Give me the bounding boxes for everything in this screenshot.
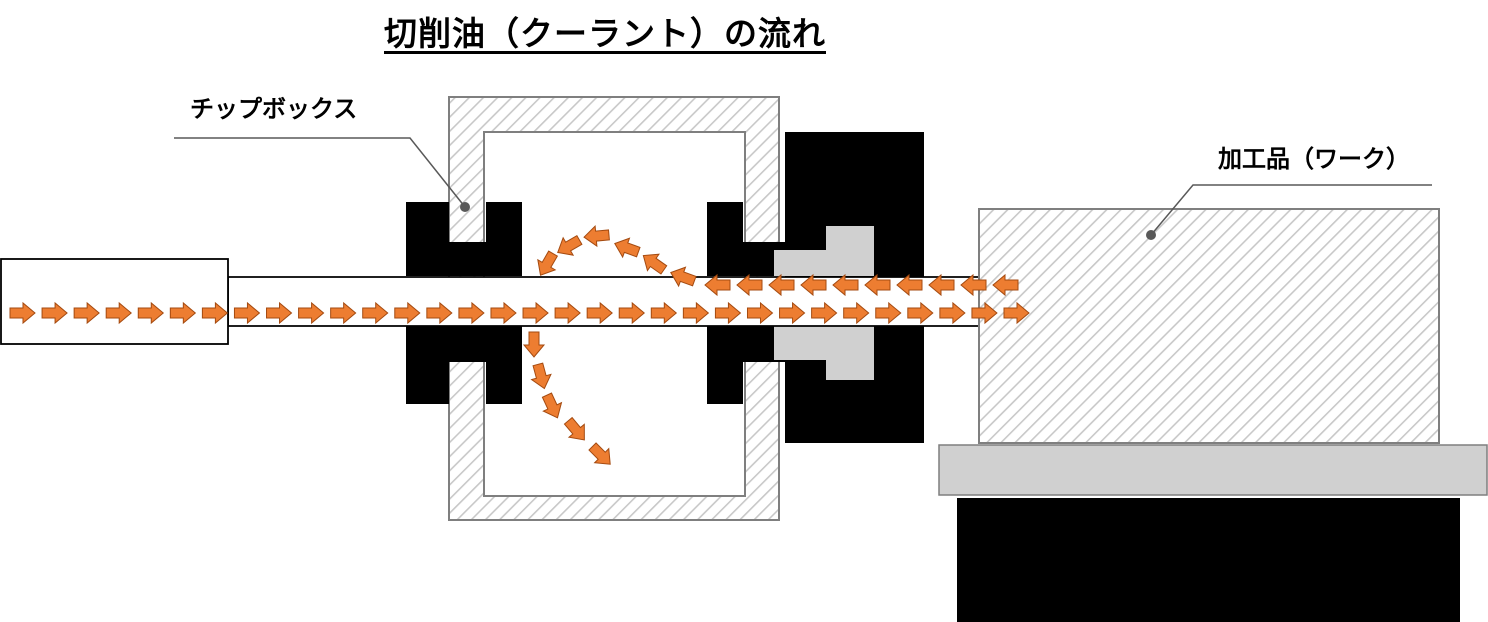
leader-line-chip-box <box>174 137 466 208</box>
flow-arrow-inlet <box>779 301 806 325</box>
flow-arrow-return <box>736 273 763 297</box>
flow-arrow-inlet <box>41 301 68 325</box>
left-seal-lower-bridge <box>449 326 489 362</box>
flow-arrow-drain <box>530 362 552 390</box>
leader-line-workpiece <box>1150 184 1432 236</box>
flow-arrow-inlet <box>362 301 389 325</box>
coolant-flow-arrows <box>9 225 1030 465</box>
flow-arrow-inlet <box>1003 301 1030 325</box>
flow-arrow-inlet <box>682 301 710 325</box>
flow-arrow-spray <box>670 266 697 288</box>
flow-arrow-return <box>768 273 795 297</box>
flow-arrow-inlet <box>330 301 357 325</box>
flow-arrow-inlet <box>875 301 902 325</box>
right-seal-upper-bridge <box>707 242 787 276</box>
flow-arrow-inlet <box>169 301 197 325</box>
flow-arrow-inlet <box>9 301 36 325</box>
leader-dot-workpiece <box>1146 230 1156 240</box>
flow-arrow-inlet <box>746 301 774 325</box>
flow-arrow-return <box>800 273 827 297</box>
flow-arrow-inlet <box>554 301 581 325</box>
flow-arrow-spray <box>614 237 641 259</box>
leader-dot-chip-box <box>460 202 470 212</box>
flow-arrow-inlet <box>266 301 293 325</box>
flow-arrow-inlet <box>939 301 966 325</box>
flow-arrow-return <box>960 273 987 297</box>
flow-arrow-inlet <box>811 301 838 325</box>
bushing-center-upper <box>826 226 874 276</box>
flow-arrow-return <box>864 273 891 297</box>
flow-arrow-return <box>992 273 1019 297</box>
flow-arrow-drain <box>522 331 546 358</box>
right-seal-blocks <box>707 202 787 404</box>
left-seal-lower-outer <box>406 326 449 404</box>
chip-box-label: チップボックス <box>190 95 358 123</box>
flow-arrow-return <box>832 273 859 297</box>
flow-arrow-inlet <box>843 301 870 325</box>
leader-workpiece <box>1146 184 1432 240</box>
flow-arrow-inlet <box>907 301 934 325</box>
flow-arrow-spray <box>537 250 559 276</box>
left-seal-upper-inner <box>486 202 522 276</box>
flow-arrow-inlet <box>714 301 742 325</box>
left-seal-upper-outer <box>406 202 449 276</box>
flow-arrow-inlet <box>298 301 325 325</box>
workpiece-block <box>978 208 1440 444</box>
leader-chip-box <box>174 137 470 212</box>
flow-arrow-drain <box>563 416 585 441</box>
flow-arrow-spray <box>583 225 610 248</box>
flow-arrow-inlet <box>73 301 100 325</box>
left-seal-upper-bridge <box>449 242 489 276</box>
flow-arrow-spray <box>557 234 583 256</box>
fixture-plate <box>938 444 1488 496</box>
flow-arrow-inlet <box>490 301 517 325</box>
flow-arrow-inlet <box>426 301 453 325</box>
flow-arrow-inlet <box>137 301 165 325</box>
page-title: 切削油（クーラント）の流れ <box>384 14 826 53</box>
flow-arrow-inlet <box>394 301 421 325</box>
flow-arrow-inlet <box>233 301 261 325</box>
flow-arrow-drain <box>588 442 611 465</box>
flow-arrow-inlet <box>586 301 613 325</box>
machine-table <box>957 498 1460 622</box>
right-seal-lower-bridge <box>707 326 787 362</box>
workpiece-label: 加工品（ワーク） <box>1218 145 1410 173</box>
left-seal-lower-inner <box>486 326 522 404</box>
flow-arrow-inlet <box>522 301 549 325</box>
flow-arrow-inlet <box>971 301 998 325</box>
flow-arrow-inlet <box>618 301 646 325</box>
flow-arrow-inlet <box>650 301 678 325</box>
flow-arrow-return <box>704 273 731 297</box>
flow-arrow-spray <box>642 253 668 275</box>
flow-arrow-return <box>928 273 955 297</box>
flow-arrow-return <box>896 273 923 297</box>
flow-arrow-inlet <box>458 301 485 325</box>
bushing-center-lower <box>826 326 874 380</box>
flow-arrow-drain <box>541 392 563 419</box>
left-seal-blocks <box>406 202 522 404</box>
flow-arrow-inlet <box>105 301 132 325</box>
flow-arrow-inlet <box>201 301 229 325</box>
coolant-inlet-pipe <box>0 258 229 345</box>
